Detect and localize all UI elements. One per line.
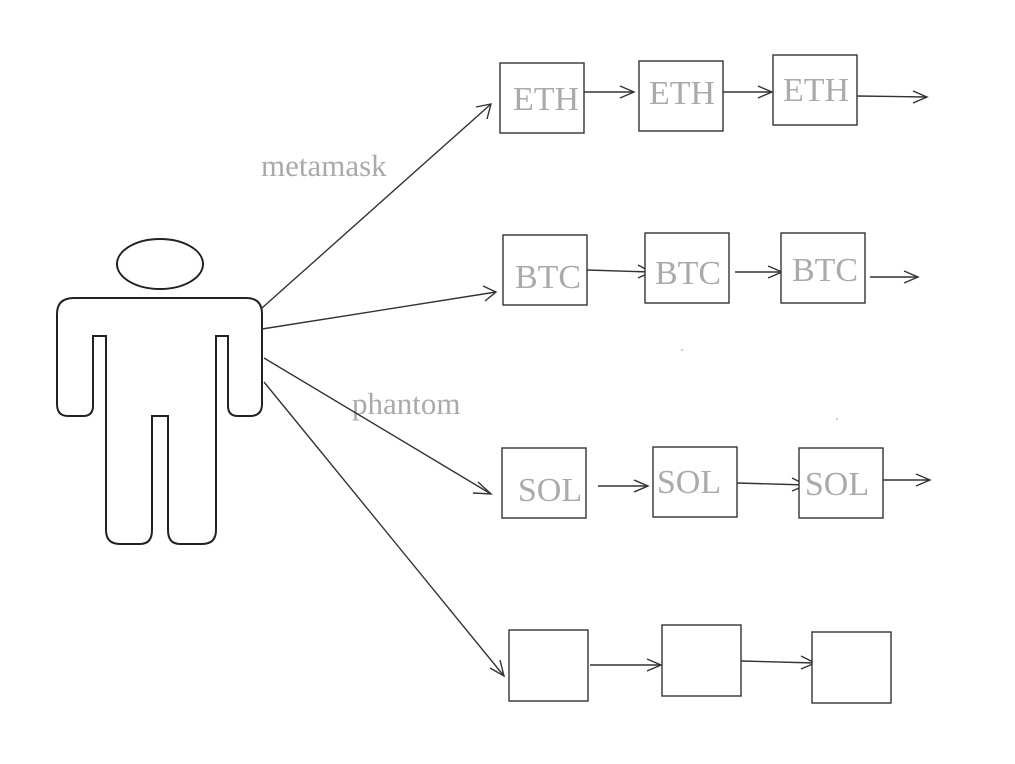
chain-link (586, 269, 652, 273)
speck-dot (681, 349, 683, 351)
chain-node-label: SOL (657, 464, 721, 501)
chain-node (502, 234, 588, 306)
chain-link (740, 660, 816, 664)
chain-node-label: SOL (518, 472, 582, 509)
chain-node (644, 232, 730, 304)
link-user-to-sol (263, 357, 492, 495)
chain-node (811, 631, 892, 704)
chain-node (501, 447, 587, 519)
chain-node-label: SOL (805, 466, 869, 503)
chain-node (508, 629, 589, 702)
user-figure-icon (56, 238, 263, 545)
link-user-to-btc (261, 291, 497, 330)
phantom-label: phantom (352, 386, 461, 421)
chain-node (652, 446, 738, 518)
chain-node-label: ETH (649, 75, 715, 112)
chain-node (798, 447, 884, 519)
user-links (261, 103, 506, 678)
chain-row-sol: SOL SOL SOL (501, 446, 932, 519)
chain-node (772, 54, 858, 126)
speck-dot (836, 418, 838, 420)
link-user-to-blank (263, 381, 505, 677)
chain-node (780, 232, 866, 304)
chain-node (661, 624, 742, 697)
chain-row-blank (508, 624, 892, 704)
chain-row-eth: ETH ETH ETH (499, 54, 929, 134)
chain-node (638, 60, 724, 132)
chain-node (499, 62, 585, 134)
chain-node-label: BTC (655, 255, 721, 292)
chain-node-label: ETH (513, 81, 579, 118)
chain-node-label: ETH (783, 72, 849, 109)
chain-link (736, 482, 807, 486)
chain-row-btc: BTC BTC BTC (502, 232, 920, 306)
chain-node-label: BTC (515, 259, 581, 296)
link-user-to-eth (261, 103, 492, 309)
chain-link (856, 95, 928, 98)
metamask-label: metamask (261, 148, 387, 183)
chain-node-label: BTC (792, 252, 858, 289)
